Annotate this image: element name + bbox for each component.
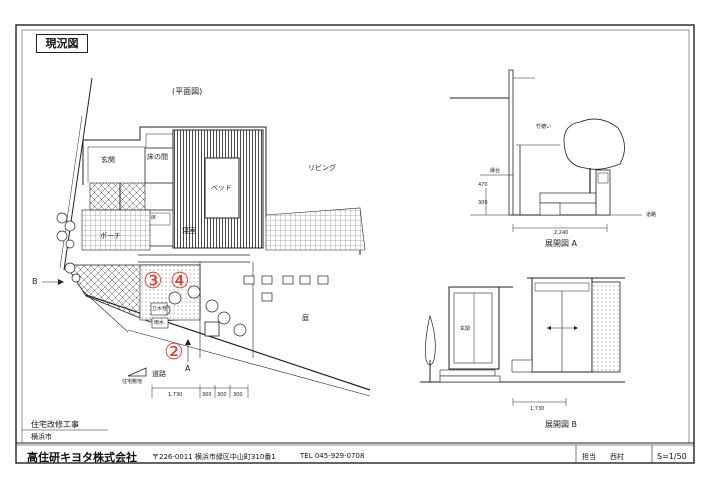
waterkind-label: 立水栓	[152, 306, 168, 312]
outer-border	[15, 24, 695, 464]
plan-title: (平面図)	[172, 87, 203, 96]
plan-view	[42, 77, 371, 398]
room-bedroom-label: 寝室	[182, 227, 196, 235]
city-name: 横浜市	[31, 433, 52, 441]
porch-area	[81, 209, 151, 251]
room-bed-label: ベッド	[211, 184, 232, 192]
elev-a-dim-h1: 470	[478, 182, 488, 188]
elevation-b	[420, 277, 625, 406]
circled-number-3: ③	[143, 269, 163, 294]
road-label: 道路	[152, 370, 166, 378]
marker-b-label: B	[32, 277, 38, 286]
dim-a-label: 300	[202, 392, 212, 398]
sheet-title: 現況図	[36, 34, 88, 53]
yard-label: 庭	[302, 314, 309, 322]
company-name: 高住研キヨタ株式会社	[27, 451, 137, 464]
charge-person: 西村	[610, 453, 624, 461]
circled-number-4: ④	[170, 269, 190, 294]
elev-b-title: 展開図 B	[545, 420, 578, 429]
company-address: 〒226-0011 横浜市緑区中山町310番1	[152, 453, 276, 461]
room-entrance-label: 玄関	[101, 156, 115, 164]
drawing-scale: S=1/50	[657, 452, 687, 461]
deck-area	[265, 207, 366, 251]
elev-a-bench-label: 縁台	[490, 168, 501, 174]
dim-main-label: 1,730	[168, 392, 183, 398]
elev-a-fence-label: 竹穂い	[536, 124, 552, 130]
elevation-a	[450, 69, 642, 232]
dim-c-label: 300	[233, 392, 243, 398]
elev-a-dim-w: 2,240	[554, 230, 569, 236]
entrance-floor	[89, 182, 146, 211]
tokonoma-mark-label: 床	[151, 215, 157, 221]
circled-number-2: ②	[164, 340, 184, 365]
marker-a-label: A	[185, 364, 191, 373]
elev-a-dim-h2: 300	[478, 200, 488, 206]
elev-b-dim-w: 1,730	[530, 406, 545, 412]
bed	[204, 157, 240, 219]
project-name: 住宅改修工事	[31, 420, 79, 429]
room-porch-label: ポーチ	[100, 232, 121, 240]
ensui-label: 雨水	[154, 320, 165, 326]
room-toko-label: 床の間	[147, 153, 168, 161]
dim-b-label: 300	[217, 392, 227, 398]
elev-b-entrance-label: 玄関	[460, 326, 471, 332]
company-tel: TEL 045-929-0708	[300, 452, 365, 460]
room-living-label: リビング	[308, 164, 336, 172]
elev-a-title: 展開図 A	[545, 239, 578, 248]
charge-label: 担当	[582, 453, 596, 461]
mark-note-label: 住宅敷地	[122, 379, 143, 385]
elev-a-road-label: 道路	[646, 212, 657, 218]
